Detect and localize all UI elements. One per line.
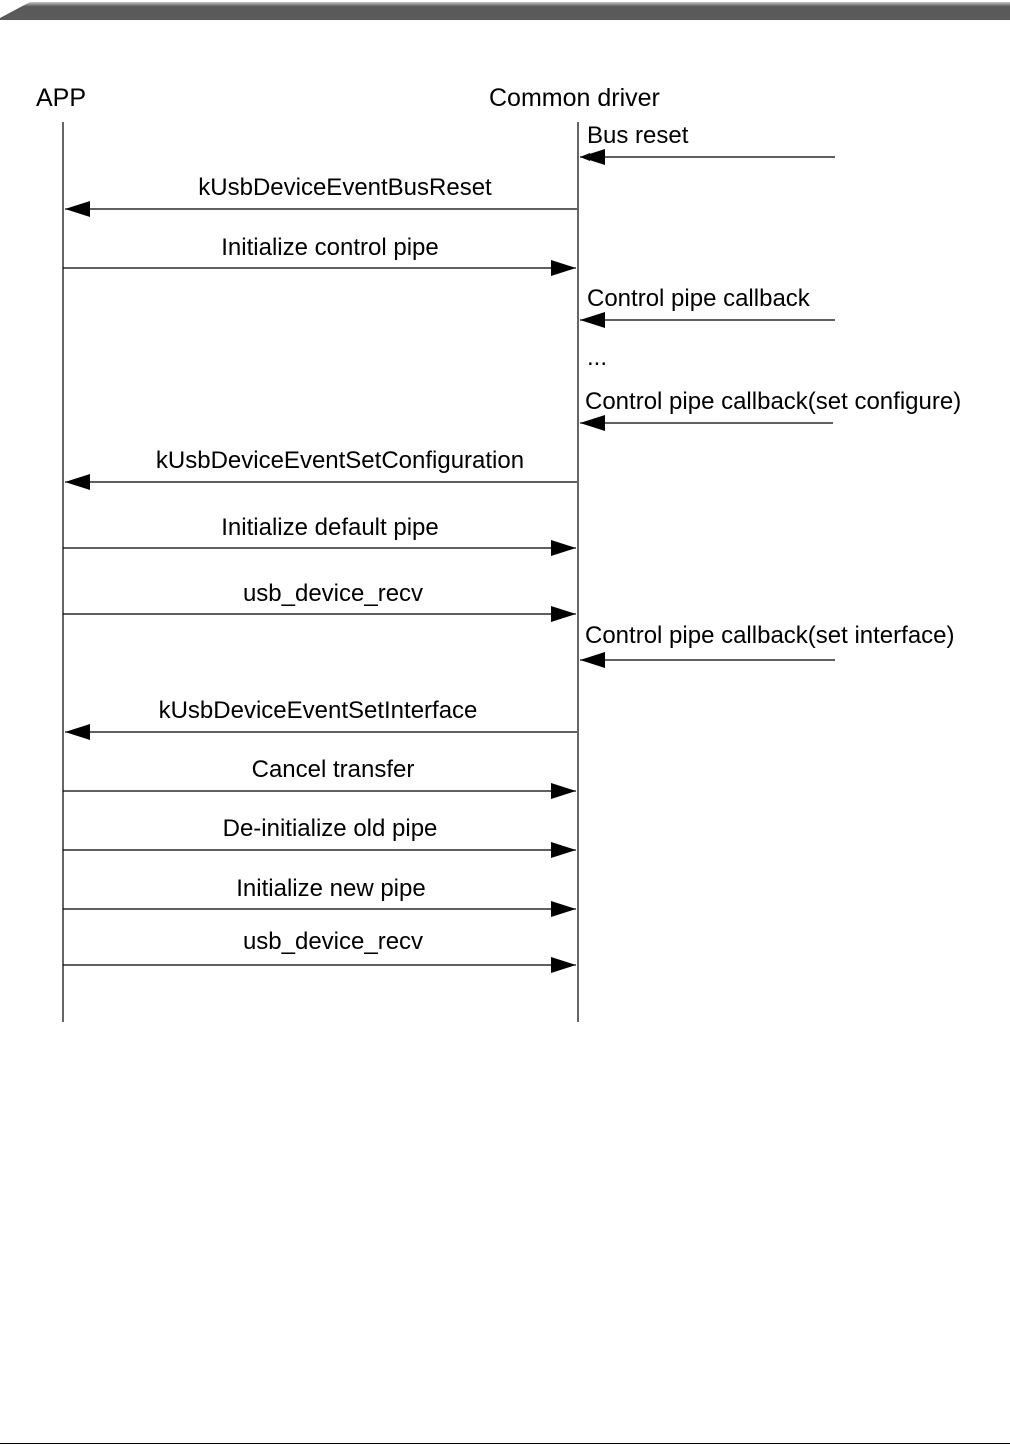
arrowhead-icon <box>580 312 605 328</box>
arrowhead-icon <box>65 201 90 217</box>
message-label: Initialize new pipe <box>236 875 425 902</box>
message-label: kUsbDeviceEventSetConfiguration <box>156 447 524 474</box>
lifeline-driver-label: Common driver <box>489 84 660 112</box>
page-header-band <box>0 2 1010 20</box>
message-label: Control pipe callback(set interface) <box>585 622 955 649</box>
arrowhead-icon <box>551 783 576 799</box>
message-label: usb_device_recv <box>243 928 423 955</box>
message-label: Initialize default pipe <box>221 514 438 541</box>
arrowhead-icon <box>65 474 90 490</box>
message-label: kUsbDeviceEventBusReset <box>198 174 492 201</box>
arrowhead-icon <box>65 724 90 740</box>
arrowhead-icon <box>551 957 576 973</box>
arrowhead-icon <box>551 901 576 917</box>
message-label: usb_device_recv <box>243 580 423 607</box>
ellipsis-label: ... <box>587 344 607 371</box>
arrowhead-icon <box>551 606 576 622</box>
message-label: kUsbDeviceEventSetInterface <box>159 697 478 724</box>
lifeline-app-label: APP <box>36 84 86 112</box>
arrowhead-icon <box>580 652 605 668</box>
arrowhead-icon <box>580 415 605 431</box>
message-label: Bus reset <box>587 122 689 149</box>
message-label: Control pipe callback(set configure) <box>585 388 961 415</box>
message-label: Cancel transfer <box>252 756 415 783</box>
arrowhead-icon <box>580 149 605 165</box>
arrowhead-icon <box>551 842 576 858</box>
arrowhead-icon <box>551 540 576 556</box>
message-label: Control pipe callback <box>587 285 811 312</box>
page-footer-rule <box>0 1443 1010 1444</box>
message-label: De-initialize old pipe <box>223 815 438 842</box>
arrowhead-icon <box>551 260 576 276</box>
message-label: Initialize control pipe <box>221 234 438 261</box>
